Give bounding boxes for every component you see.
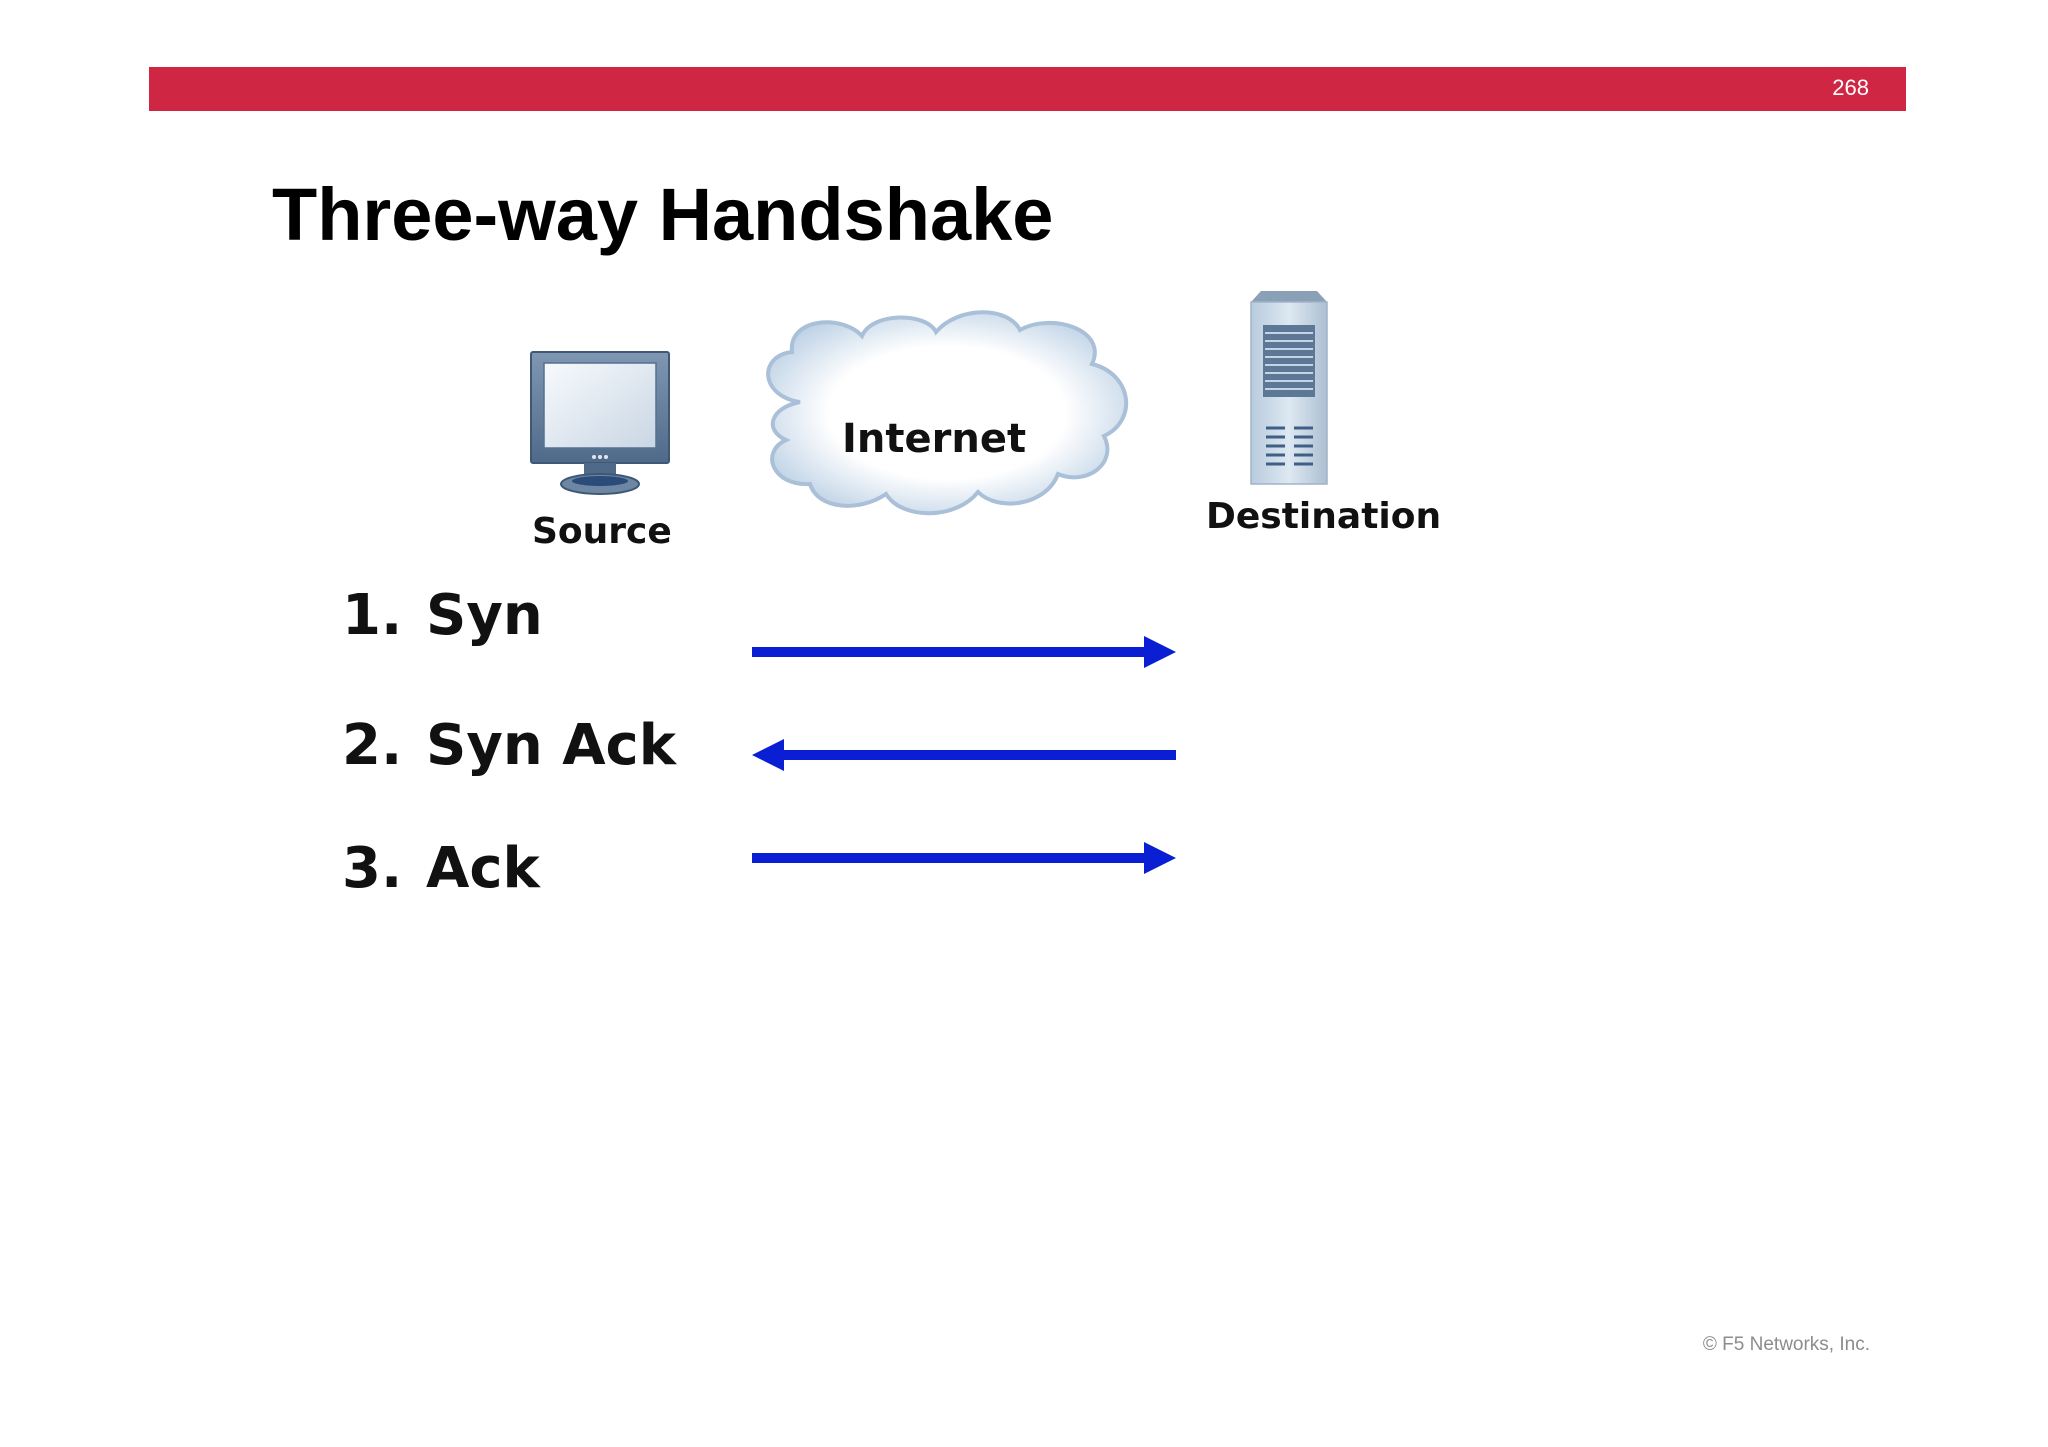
step-number: 1.: [342, 583, 403, 648]
destination-label: Destination: [1206, 496, 1442, 537]
step-label: Ack: [426, 836, 540, 901]
arrow-syn-ack: [752, 739, 1176, 771]
step-number: 2.: [342, 713, 403, 778]
arrow-syn: [752, 636, 1176, 668]
step-number: 3.: [342, 836, 403, 901]
page-number: 268: [1832, 75, 1869, 100]
step-label: Syn: [426, 583, 543, 648]
step-syn-ack: 2. Syn Ack: [342, 713, 676, 779]
step-syn: 1. Syn: [342, 583, 543, 649]
step-label: Syn Ack: [426, 713, 676, 778]
monitor-icon: [530, 351, 670, 495]
header-bar: 268: [149, 67, 1906, 111]
copyright-notice: © F5 Networks, Inc.: [1702, 1334, 1870, 1355]
cloud-icon: [766, 310, 1129, 516]
arrow-ack: [752, 842, 1176, 874]
internet-label: Internet: [842, 416, 1027, 462]
step-ack: 3. Ack: [342, 836, 540, 902]
slide-title: Three-way Handshake: [272, 173, 1054, 256]
server-icon: [1250, 291, 1328, 485]
source-label: Source: [532, 511, 672, 552]
